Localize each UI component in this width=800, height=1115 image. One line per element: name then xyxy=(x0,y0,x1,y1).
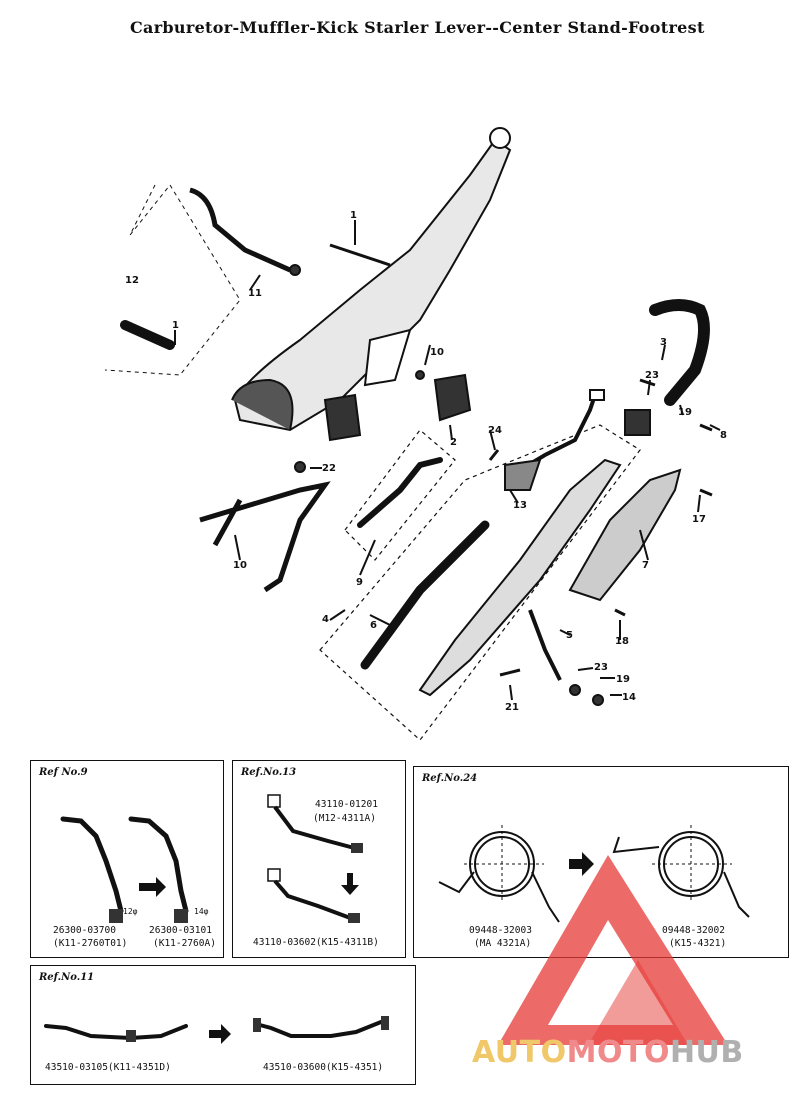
spring-variants-drawing xyxy=(438,825,750,923)
handlebar-variants-drawing xyxy=(44,1016,389,1044)
ref-11-left-line: 43510-03105(K11-4351D) xyxy=(45,1062,171,1073)
callout-10a: 10 xyxy=(430,347,444,358)
callout-4: 4 xyxy=(322,614,329,625)
page-title: Carburetor-Muffler-Kick Starler Lever--C… xyxy=(130,18,705,37)
callout-1a: 1 xyxy=(350,210,357,221)
callout-8: 8 xyxy=(720,430,727,441)
callout-5: 5 xyxy=(566,630,573,641)
ref-13-bottom-line: 43110-03602(K15-4311B) xyxy=(253,937,379,948)
kick-lever-variants-drawing xyxy=(60,816,189,923)
callout-21: 21 xyxy=(505,702,519,713)
callout-12: 12 xyxy=(125,275,139,286)
callout-23b: 23 xyxy=(594,662,608,673)
callout-19a: 19 xyxy=(678,407,692,418)
ref-box-24: Ref.No.24 09448-32003 (MA 4321A) 09448-3… xyxy=(413,766,789,958)
watermark-moto: MOTO xyxy=(566,1035,670,1070)
ref-9-right-pn: 26300-03101 xyxy=(149,925,212,936)
callout-22: 22 xyxy=(322,463,336,474)
ref-9-right-model: (K11-2760A) xyxy=(153,938,216,949)
callout-3: 3 xyxy=(660,337,667,348)
callout-14: 14 xyxy=(622,692,636,703)
callout-7: 7 xyxy=(642,560,649,571)
callout-2: 2 xyxy=(450,437,457,448)
watermark-auto: AUTO xyxy=(472,1035,567,1070)
ref-24-right-model: (K15-4321) xyxy=(669,938,727,949)
callout-10b: 10 xyxy=(233,560,247,571)
watermark-logo xyxy=(498,855,728,1045)
ref-9-right-dim: 14φ xyxy=(194,907,209,916)
ref-11-right-line: 43510-03600(K15-4351) xyxy=(263,1062,384,1073)
watermark-hub: HUB xyxy=(669,1035,744,1070)
callout-1b: 1 xyxy=(172,320,179,331)
ref-24-left-pn: 09448-32003 xyxy=(469,925,532,936)
ref-13-title: Ref.No.13 xyxy=(241,767,297,778)
ref-9-left-model: (K11-2760T01) xyxy=(53,938,128,949)
callout-13: 13 xyxy=(513,500,527,511)
callout-19b: 19 xyxy=(616,674,630,685)
ref-box-9: Ref No.9 12φ 14φ 26300-03700 (K11-2760T0… xyxy=(30,760,224,958)
ref-24-right-pn: 09448-32002 xyxy=(662,925,725,936)
watermark-text: AUTOMOTOHUB xyxy=(472,1035,744,1070)
callout-23a: 23 xyxy=(645,370,659,381)
ref-9-left-dim: 12φ xyxy=(123,907,138,916)
ref-24-left-model: (MA 4321A) xyxy=(474,938,532,949)
ref-24-title: Ref.No.24 xyxy=(422,773,478,784)
ref-13-top-pn: 43110-01201 xyxy=(315,799,378,810)
callout-18: 18 xyxy=(615,636,629,647)
ref-13-top-model: (M12-4311A) xyxy=(313,813,376,824)
callout-6: 6 xyxy=(370,620,377,631)
exploded-parts-diagram: 1 11 12 1 10 2 3 23 19 8 24 22 13 17 10 … xyxy=(104,127,727,741)
ref-11-title: Ref.No.11 xyxy=(39,972,95,983)
ref-box-11: Ref.No.11 43510-03105(K11-4351D) 43510-0… xyxy=(30,965,416,1085)
ref-9-title: Ref No.9 xyxy=(39,767,88,778)
callout-17: 17 xyxy=(692,514,706,525)
kick-pedal-variants-drawing xyxy=(267,794,363,923)
callout-11: 11 xyxy=(248,288,262,299)
ref-box-13: Ref.No.13 43110-01201 (M12-4311A) 43110-… xyxy=(232,760,406,958)
ref-9-left-pn: 26300-03700 xyxy=(53,925,116,936)
callout-24: 24 xyxy=(488,425,502,436)
callout-9: 9 xyxy=(356,577,363,588)
